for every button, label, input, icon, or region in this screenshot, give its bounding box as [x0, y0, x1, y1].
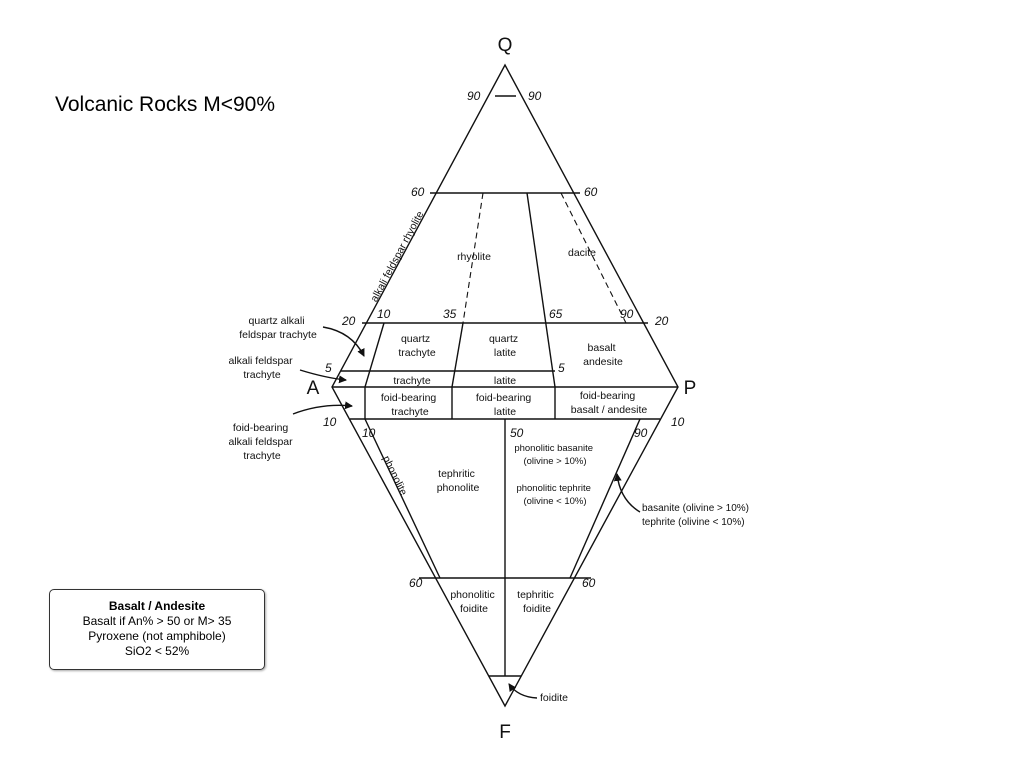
basalt-andesite-note: Basalt / Andesite Basalt if An% > 50 or … — [49, 589, 265, 670]
tick-b65: 65 — [549, 307, 563, 321]
callout-basanite-tephrite: basanite (olivine > 10%) tephrite (olivi… — [642, 503, 752, 528]
tick-fb10: 10 — [362, 426, 376, 440]
field-phonolitic-basanite: phonolitic basanite (olivine > 10%) — [514, 443, 595, 467]
tick-f10-left: 10 — [323, 415, 337, 429]
field-foid-bearing-trachyte: foid-bearing trachyte — [381, 392, 439, 418]
tick-q20-left: 20 — [341, 314, 356, 328]
field-quartz-latite: quartz latite — [489, 333, 521, 359]
tick-q5-left: 5 — [325, 361, 332, 375]
field-foid-bearing-latite: foid-bearing latite — [476, 392, 534, 418]
field-rhyolite: rhyolite — [457, 251, 491, 263]
note-title: Basalt / Andesite — [108, 599, 206, 613]
note-line: SiO2 < 52% — [124, 644, 190, 658]
corner-f-label: F — [499, 722, 511, 743]
tick-q60-right: 60 — [584, 185, 598, 199]
tick-f10-right: 10 — [671, 415, 685, 429]
callout-arrow-foidite — [508, 683, 538, 699]
note-line: Pyroxene (not amphibole) — [88, 629, 226, 643]
tick-b35: 35 — [443, 307, 457, 321]
tick-q20-right: 20 — [654, 314, 669, 328]
field-phonolite: phonolite — [380, 454, 410, 498]
tick-b10: 10 — [377, 307, 391, 321]
boundary-35-dashed — [462, 192, 484, 324]
field-tephritic-foidite: tephritic foidite — [517, 589, 557, 615]
tick-f60-right: 60 — [582, 576, 596, 590]
tick-q5-right: 5 — [558, 361, 565, 375]
callout-foid-bearing-alkali-feldspar-trachyte: foid-bearing alkali feldspar trachyte — [228, 422, 295, 462]
field-tephritic-phonolite: tephritic phonolite — [437, 468, 480, 494]
corner-p-label: P — [684, 378, 697, 399]
tick-b90: 90 — [620, 307, 634, 321]
tick-q90-right: 90 — [528, 89, 542, 103]
callout-alkali-feldspar-trachyte: alkali feldspar trachyte — [228, 355, 295, 381]
tick-q60-left: 60 — [411, 185, 425, 199]
corner-a-label: A — [307, 378, 320, 399]
diagram-outline — [331, 63, 679, 708]
note-line: Basalt if An% > 50 or M> 35 — [82, 614, 232, 628]
tick-fb90: 90 — [634, 426, 648, 440]
field-dacite: dacite — [568, 247, 596, 259]
callout-arrow-basanite — [613, 473, 641, 513]
field-foid-bearing-basalt-andesite: foid-bearing basalt / andesite — [571, 390, 648, 416]
slide-title: Volcanic Rocks M<90% — [55, 93, 276, 116]
field-basalt-andesite: basalt andesite — [583, 342, 623, 368]
callout-foidite: foidite — [540, 692, 568, 704]
boundary-65 — [526, 192, 556, 388]
callout-arrow-foid-bearing-alkali — [292, 401, 353, 415]
corner-q-label: Q — [498, 35, 513, 56]
field-quartz-trachyte: quartz trachyte — [398, 333, 436, 359]
field-phonolitic-foidite: phonolitic foidite — [450, 589, 497, 615]
phonolite-boundary — [364, 418, 441, 579]
boundary-35-lower — [451, 322, 464, 388]
field-phonolitic-tephrite: phonolitic tephrite (olivine < 10%) — [516, 483, 593, 507]
field-latite: latite — [494, 375, 516, 387]
callout-quartz-alkali-feldspar-trachyte: quartz alkali feldspar trachyte — [239, 315, 317, 341]
boundary-10-upper — [364, 322, 385, 388]
field-alkali-feldspar-rhyolite: alkali feldspar rhyolite — [368, 209, 426, 304]
tick-q90-left: 90 — [467, 89, 481, 103]
tick-f60-left: 60 — [409, 576, 423, 590]
callout-arrow-alkali-feldspar — [299, 369, 347, 384]
tick-fb50: 50 — [510, 426, 524, 440]
boundary-90-dashed — [560, 192, 627, 324]
callout-arrow-quartz-alkali — [322, 326, 365, 357]
field-trachyte: trachyte — [393, 375, 431, 387]
basanite-boundary — [569, 418, 641, 579]
